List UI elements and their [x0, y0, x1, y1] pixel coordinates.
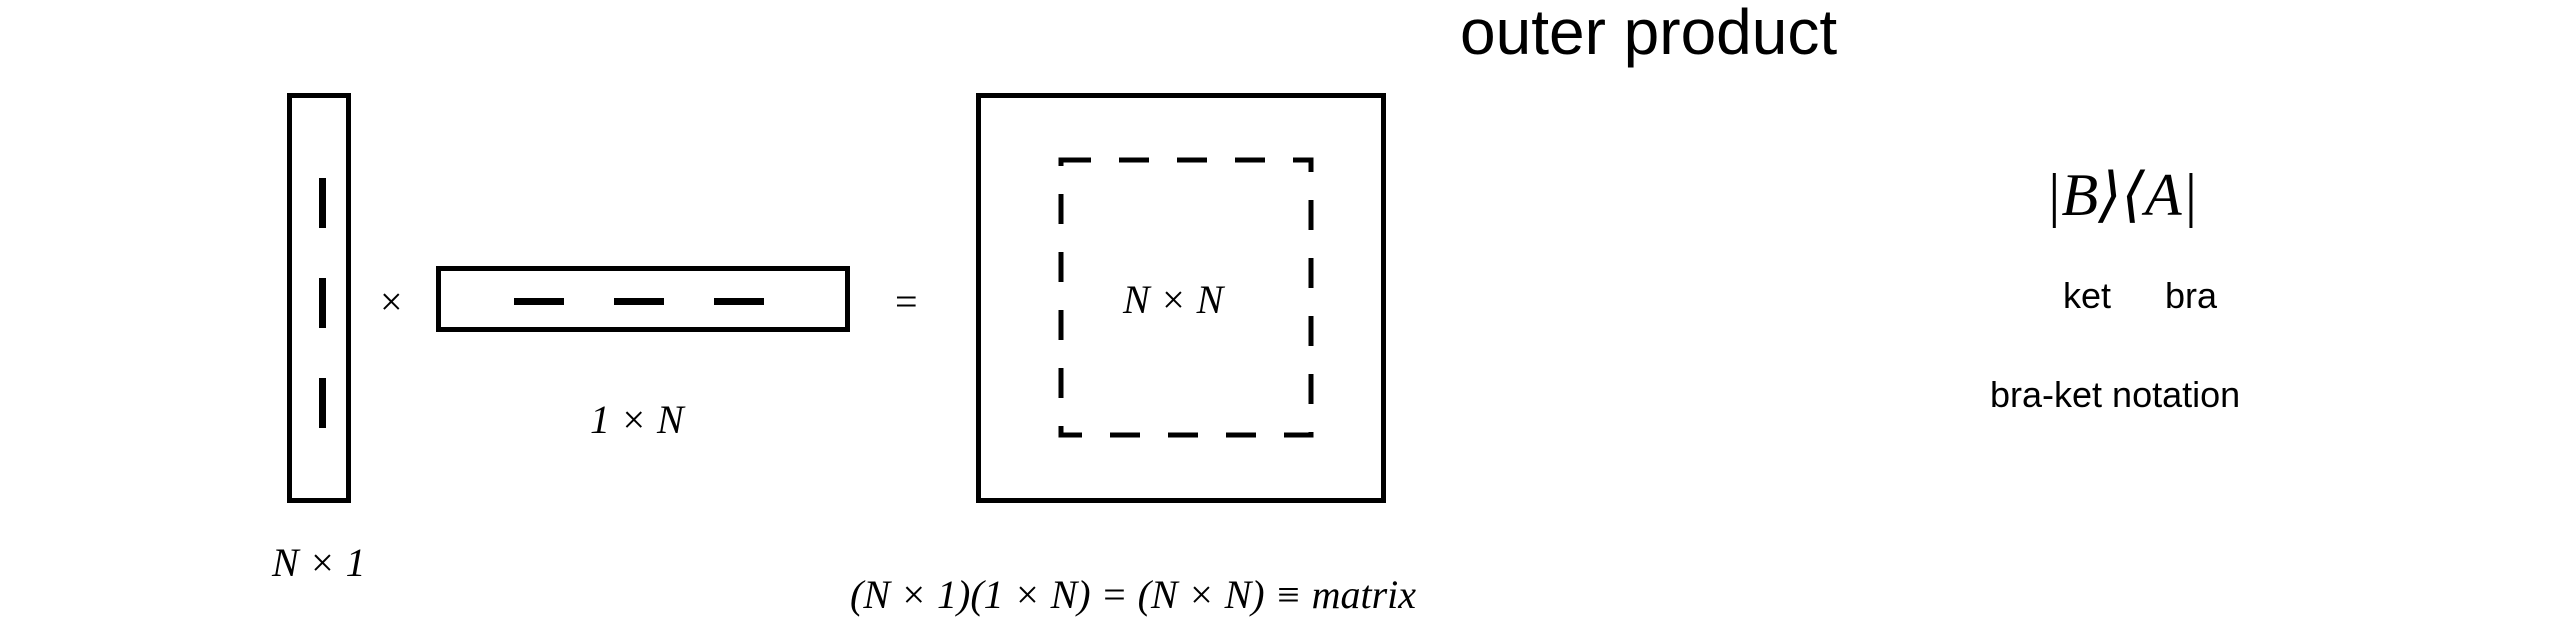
column-vector-entry	[319, 278, 326, 328]
matrix-box	[976, 93, 1386, 503]
column-vector-entry	[319, 378, 326, 428]
row-vector-entry	[714, 298, 764, 305]
dimension-equation: (N × 1)(1 × N) = (N × N) ≡ matrix	[850, 572, 1417, 617]
row-vector-dimension-label: 1 × N	[590, 397, 684, 442]
column-vector-box	[287, 93, 351, 503]
times-operator: ×	[380, 279, 403, 324]
matrix-inner-dashed-square	[1058, 157, 1314, 438]
braket-expression: |B⟩⟨A|	[2045, 162, 2199, 228]
equals-operator: =	[895, 279, 918, 324]
column-vector-dimension-label: N × 1	[272, 540, 366, 585]
row-vector-box	[436, 266, 850, 332]
row-vector-entry	[614, 298, 664, 305]
diagram-title: outer product	[1460, 0, 1838, 68]
bra-label: bra	[2165, 275, 2218, 316]
column-vector-entry	[319, 178, 326, 228]
row-vector-entry	[514, 298, 564, 305]
ket-label: ket	[2063, 275, 2112, 316]
braket-notation-caption: bra-ket notation	[1990, 374, 2241, 415]
matrix-dimension-label: N × N	[1123, 277, 1224, 322]
